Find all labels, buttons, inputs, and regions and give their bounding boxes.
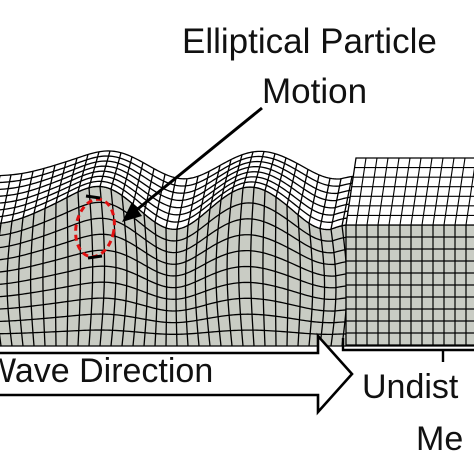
ellipse-top-tick: [85, 194, 101, 200]
top-grid-cross-line: [88, 151, 100, 188]
front-grid-vertical-line: [330, 229, 337, 347]
undisturbed-top-cross-line: [366, 157, 378, 226]
annotations: [0, 106, 474, 416]
front-grid-vertical-line: [262, 190, 266, 347]
undisturbed-top-cross-line: [465, 167, 474, 226]
undisturbed-top-cross-line: [399, 157, 411, 226]
front-grid-vertical-line: [143, 213, 149, 347]
top-grid-cross-line: [286, 163, 298, 206]
undisturbed-bracket: [341, 338, 474, 352]
undisturbed-top-face: [345, 157, 474, 226]
top-grid-cross-line: [143, 168, 155, 214]
pointer-arrow-shaft: [133, 106, 263, 214]
undisturbed-top-cross-line: [388, 157, 400, 226]
top-grid-cross-line: [154, 174, 166, 223]
top-grid-cross-line: [77, 154, 89, 193]
top-grid-cross-line: [198, 171, 210, 218]
undisturbed-top-cross-line: [421, 157, 433, 226]
top-surface-fill: [0, 150, 356, 230]
top-grid-cross-line: [209, 165, 221, 209]
top-grid-cross-line: [264, 153, 276, 191]
top-grid-cross-line: [187, 176, 199, 226]
particle-motion-ellipse: [74, 197, 116, 259]
top-grid-cross-line: [22, 171, 34, 218]
front-grid-vertical-line: [66, 197, 69, 347]
pointer-arrow-head: [122, 202, 142, 222]
front-grid-vertical-line: [249, 187, 255, 347]
annotation-title-line1: Elliptical Particle: [182, 22, 437, 61]
front-face-fill: [0, 186, 346, 346]
front-grid-vertical-line: [238, 187, 244, 347]
front-grid-vertical-line: [99, 186, 106, 347]
disturbed-medium-top-surface: [0, 150, 357, 231]
ellipse-bottom-tick: [87, 254, 103, 260]
top-grid-cross-line: [33, 168, 45, 214]
front-grid-vertical-line: [297, 214, 302, 347]
undisturbed-medium-label-line2: Me: [416, 420, 464, 458]
annotation-title-line2: Motion: [262, 72, 368, 111]
undisturbed-top-cross-line: [355, 157, 367, 226]
front-grid-vertical-line: [6, 220, 13, 347]
front-grid-vertical-line: [42, 208, 46, 347]
front-grid-vertical-line: [54, 203, 57, 347]
undisturbed-medium-label-line1: Undist: [362, 368, 459, 406]
wave-direction-arrow: [0, 332, 354, 416]
top-grid-cross-line: [11, 173, 23, 222]
front-grid-vertical-line: [154, 222, 158, 347]
top-grid-cross-line: [176, 178, 188, 230]
front-grid-vertical-line: [308, 223, 314, 347]
top-grid-cross-line: [253, 151, 265, 188]
top-grid-cross-line: [110, 152, 122, 190]
front-grid-vertical-line: [175, 229, 178, 347]
front-grid-vertical-line: [319, 228, 326, 347]
front-grid-vertical-line: [204, 208, 211, 347]
front-grid-vertical-line: [29, 213, 35, 347]
top-grid-cross-line: [242, 151, 254, 189]
undisturbed-medium-block: [345, 157, 474, 347]
front-grid-vertical-line: [215, 199, 222, 347]
undisturbed-top-cross-line: [443, 157, 455, 226]
front-grid-vertical-line: [226, 192, 233, 347]
top-grid-cross-line: [341, 176, 353, 226]
top-grid-cross-line: [330, 178, 342, 230]
top-grid-cross-line: [297, 169, 309, 215]
top-grid-cross-line: [66, 157, 78, 198]
wave-direction-label: Wave Direction: [0, 352, 214, 390]
top-grid-cross-line: [165, 177, 177, 228]
front-grid-vertical-line: [132, 204, 139, 347]
top-grid-line: [0, 150, 357, 180]
top-grid-cross-line: [275, 157, 287, 198]
undisturbed-top-cross-line: [377, 157, 389, 226]
front-grid-vertical-line: [194, 217, 200, 347]
top-grid-cross-line: [319, 178, 331, 229]
front-grid-vertical-line: [88, 187, 94, 347]
front-grid-vertical-line: [17, 217, 24, 347]
top-grid-cross-line: [220, 159, 232, 200]
top-grid-cross-line: [55, 161, 67, 204]
undisturbed-top-cross-line: [432, 157, 444, 226]
front-grid-vertical-line: [165, 227, 168, 347]
top-grid-cross-line: [231, 154, 243, 193]
top-grid-cross-line: [308, 174, 320, 224]
undisturbed-top-cross-line: [410, 157, 422, 226]
top-grid-cross-line: [44, 165, 56, 209]
front-grid-vertical-line: [184, 225, 189, 347]
undisturbed-top-cross-line: [454, 157, 466, 226]
top-grid-cross-line: [0, 174, 12, 224]
top-grid-cross-line: [99, 150, 111, 187]
top-grid-cross-line: [132, 162, 144, 205]
front-grid-vertical-line: [110, 189, 117, 347]
top-grid-cross-line: [121, 156, 133, 196]
front-grid-vertical-line: [274, 197, 277, 347]
front-grid-vertical-line: [286, 205, 289, 347]
